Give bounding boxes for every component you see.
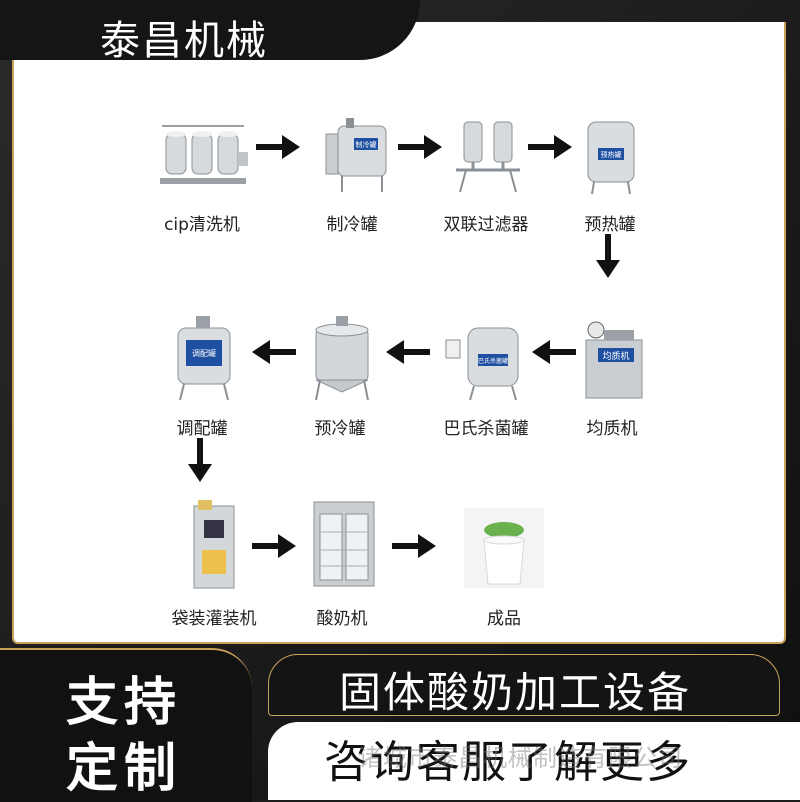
- bag-filler-image: [193, 500, 235, 589]
- step-precooling-tank: 预冷罐: [280, 316, 400, 439]
- preheat-tank-image: 预热罐: [587, 121, 635, 195]
- step-label: 袋装灌装机: [171, 609, 257, 629]
- arrow-down-icon: [188, 438, 212, 482]
- precooling-tank-image: [315, 316, 369, 401]
- step-pasteurizer: 巴氏杀菌罐 巴氏杀菌罐: [426, 316, 546, 439]
- company-watermark: 诸城市泰昌机械制造有限公司: [358, 744, 683, 772]
- step-label: 双联过滤器: [443, 215, 529, 235]
- preheat-plate-text: 预热罐: [601, 150, 622, 159]
- arrow-down-icon: [596, 234, 620, 278]
- cooling-plate-text: 制冷罐: [356, 140, 377, 149]
- mixing-plate-text: 调配罐: [192, 348, 216, 358]
- step-label: 预冷罐: [314, 419, 366, 439]
- flow-panel: [12, 22, 786, 644]
- pasteur-plate-text: 巴氏杀菌罐: [478, 357, 508, 365]
- arrow-right-icon: [256, 135, 300, 159]
- banner-title: 固体酸奶加工设备: [339, 668, 692, 717]
- step-label: cip清洗机: [164, 215, 240, 235]
- support-custom-box: 支持 定制: [0, 648, 252, 802]
- step-label: 调配罐: [176, 419, 228, 439]
- step-label: 巴氏杀菌罐: [443, 419, 529, 439]
- arrow-right-icon: [528, 135, 572, 159]
- step-mixing-tank: 调配罐 调配罐: [142, 316, 262, 439]
- homogenizer-plate-text: 均质机: [602, 350, 629, 362]
- yogurt-glass-image: [464, 508, 544, 588]
- pasteurizer-image: 巴氏杀菌罐: [445, 327, 519, 401]
- step-cip-cleaner: cip清洗机: [142, 112, 262, 235]
- step-duplex-filter: 双联过滤器: [426, 112, 546, 235]
- step-homogenizer: 均质机 均质机: [552, 316, 672, 439]
- step-label: 酸奶机: [316, 609, 368, 629]
- cta-banner[interactable]: 咨询客服了解更多 诸城市泰昌机械制造有限公司: [268, 722, 800, 800]
- step-finished-product: 成品: [444, 494, 564, 629]
- step-label: 均质机: [586, 419, 638, 439]
- arrow-left-icon: [532, 340, 576, 364]
- step-preheat-tank: 预热罐 预热罐: [550, 112, 670, 235]
- cooling-tank-image: 制冷罐: [325, 118, 387, 192]
- brand-title: 泰昌机械: [100, 18, 268, 64]
- cta-text: 咨询客服了解更多: [324, 737, 692, 788]
- support-line-2: 定制: [66, 739, 183, 799]
- arrow-left-icon: [252, 340, 296, 364]
- step-label: 成品: [487, 609, 521, 629]
- mixing-tank-image: 调配罐: [177, 316, 231, 401]
- step-bag-filler: 袋装灌装机: [154, 494, 274, 629]
- support-line-1: 支持: [66, 673, 183, 733]
- brand-tab: 泰昌机械: [0, 0, 420, 64]
- cip-cleaner-image: [160, 125, 248, 184]
- yogurt-machine-image: [313, 501, 375, 587]
- step-label: 制冷罐: [326, 215, 378, 235]
- step-cooling-tank: 制冷罐 制冷罐: [292, 112, 412, 235]
- arrow-right-icon: [252, 534, 296, 558]
- step-label: 预热罐: [584, 215, 636, 235]
- product-banner: 固体酸奶加工设备: [268, 654, 780, 717]
- step-yogurt-machine: 酸奶机: [282, 494, 402, 629]
- arrow-left-icon: [386, 340, 430, 364]
- homogenizer-image: 均质机: [585, 321, 643, 399]
- arrow-right-icon: [398, 135, 442, 159]
- duplex-filter-image: [456, 121, 520, 193]
- arrow-right-icon: [392, 534, 436, 558]
